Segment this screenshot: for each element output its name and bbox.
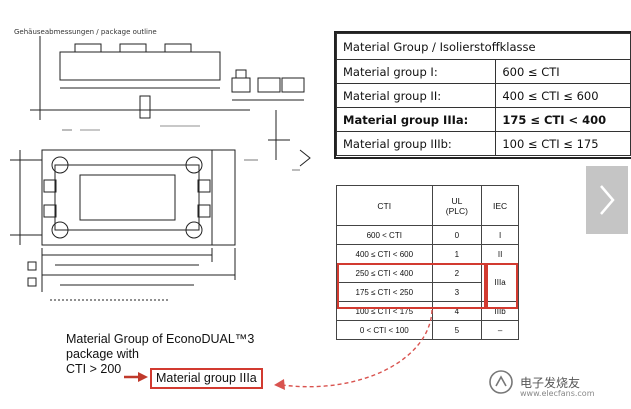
dashed-arrow-head [274,379,285,390]
red-arrow-head [138,372,148,382]
material-group-row: Material group IIIb: 100 ≤ CTI ≤ 175 [335,131,631,156]
chevron-right-icon [600,185,615,215]
material-group-name: Material group IIIa: [335,107,497,132]
cti-row: 600 < CTI 0 I [336,225,519,245]
cti-table: CTI UL (PLC) IEC 600 < CTI 0 I 400 ≤ CTI… [336,185,519,340]
material-group-table: Material Group / Isolierstoffklasse Mate… [335,33,631,156]
material-group-header: Material Group / Isolierstoffklasse [336,33,631,60]
dashed-curve-arrow [281,309,433,388]
caption-line-2: package with [66,347,139,361]
material-group-cti: 100 ≤ CTI ≤ 175 [495,131,631,156]
cti-row: 0 < CTI < 100 5 – [336,320,519,340]
material-group-row: Material group I: 600 ≤ CTI [335,59,631,84]
ul-header-label: UL [451,195,463,206]
watermark-text: 电子发烧友 [520,375,581,390]
ul-header-sub: (PLC) [445,205,468,216]
material-group-name: Material group IIIb: [335,131,497,156]
ul-header: UL (PLC) [431,185,483,226]
material-group-label-box: Material group IIIa [150,368,263,389]
material-group-header-row: Material Group / Isolierstoffklasse [336,33,631,60]
cti-range: 0 < CTI < 100 [336,320,433,340]
drawing-title: Gehäuseabmessungen / package outline [14,28,157,36]
material-group-cti: 600 ≤ CTI [495,59,631,84]
iec-value: – [481,320,519,340]
ul-value: 5 [431,320,483,340]
material-group-cti: 400 ≤ CTI ≤ 600 [495,83,631,108]
cti-row: 175 ≤ CTI < 250 3 [336,282,519,302]
elecfans-logo-icon [489,370,513,394]
caption-line-1: Material Group of EconoDUAL™3 [66,332,255,346]
caption-line-3: CTI > 200 [66,362,122,376]
next-slide-button[interactable] [586,166,628,234]
ul-value: 0 [431,225,483,245]
watermark-url: www.elecfans.com [520,389,595,398]
watermark: 电子发烧友 [488,369,580,395]
caption: Material Group of EconoDUAL™3 package wi… [66,332,254,377]
package-outline-drawing [10,36,311,301]
material-group-row: Material group IIIa: 175 ≤ CTI < 400 [335,107,631,132]
